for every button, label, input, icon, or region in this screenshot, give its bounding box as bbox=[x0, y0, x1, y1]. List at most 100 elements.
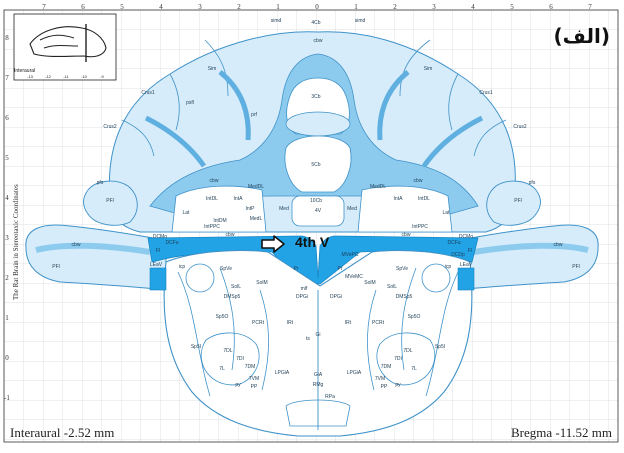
left-axis-tick: -1 bbox=[4, 394, 10, 402]
region-label-r74: 7DL bbox=[403, 348, 412, 354]
left-axis-tick: 7 bbox=[5, 74, 9, 82]
region-label-r91: PP bbox=[381, 384, 388, 390]
region-label-r98: cbw bbox=[554, 242, 563, 248]
top-axis-tick: 3 bbox=[198, 3, 202, 11]
region-label-r3: simd bbox=[355, 18, 366, 24]
region-label-r11: Crus2 bbox=[513, 124, 527, 130]
top-axis-tick: 7 bbox=[588, 3, 592, 11]
left-axis-tick: 6 bbox=[5, 114, 9, 122]
region-label-r5: Sim bbox=[208, 66, 217, 72]
region-label-r30: Med bbox=[347, 206, 357, 212]
region-label-r62: DMSp5 bbox=[224, 294, 241, 300]
top-axis-tick: 2 bbox=[393, 3, 397, 11]
region-label-r29: Med bbox=[279, 206, 289, 212]
region-label-r68: IRt bbox=[287, 320, 294, 326]
region-label-r31: MedL bbox=[250, 216, 263, 222]
region-label-r88: py bbox=[235, 382, 241, 388]
bregma-coordinate: Bregma -11.52 mm bbox=[511, 425, 612, 441]
inset-tick: -11 bbox=[63, 74, 69, 79]
inset-tick: -13 bbox=[27, 74, 34, 79]
region-label-r33: Lat bbox=[443, 210, 451, 216]
region-label-r76: 7DI bbox=[394, 356, 402, 362]
inset-tick: -10 bbox=[81, 74, 88, 79]
region-label-r41: DCFu bbox=[165, 240, 178, 246]
top-axis-tick: 4 bbox=[159, 3, 163, 11]
region-label-r4: cbw bbox=[314, 38, 323, 44]
region-label-r93: ts bbox=[306, 336, 310, 342]
left-axis-tick: 2 bbox=[5, 274, 9, 282]
top-axis-tick: 4 bbox=[471, 3, 475, 11]
region-label-r58: Pr bbox=[294, 266, 299, 272]
region-label-r12: 3Cb bbox=[311, 94, 320, 100]
top-axis-tick: 3 bbox=[432, 3, 436, 11]
region-label-r50: icp bbox=[445, 264, 452, 270]
region-label-r49: icp bbox=[179, 264, 186, 270]
interaural-coordinate: Interaural -2.52 mm bbox=[10, 425, 114, 441]
top-axis-tick: 6 bbox=[81, 3, 85, 11]
region-label-r6: Sim bbox=[424, 66, 433, 72]
region-label-r40: DCMo bbox=[459, 234, 473, 240]
region-label-r45: LEaV bbox=[150, 262, 163, 268]
region-label-r43: FI bbox=[156, 248, 160, 254]
region-label-r48: MVePC bbox=[342, 252, 359, 258]
top-axis-tick: 5 bbox=[120, 3, 124, 11]
region-label-r85: LPGiA bbox=[347, 370, 362, 376]
region-label-r66: PCRt bbox=[252, 320, 265, 326]
region-label-r32: Lat bbox=[183, 210, 191, 216]
region-label-r27: IntDL bbox=[418, 196, 430, 202]
region-label-r79: 7DM bbox=[245, 364, 256, 370]
region-label-r92: mlf bbox=[301, 286, 308, 292]
region-label-r13: prf bbox=[251, 112, 257, 118]
region-label-r20: PFl bbox=[514, 198, 522, 204]
region-label-r28: 10Cb bbox=[310, 198, 322, 204]
region-label-r56: SolM bbox=[364, 280, 375, 286]
sagittal-inset: Interaural -13-12-11-10-9 bbox=[14, 14, 116, 80]
region-label-r75: 7DI bbox=[236, 356, 244, 362]
top-axis-tick: 1 bbox=[354, 3, 358, 11]
inset-tick: -12 bbox=[45, 74, 52, 79]
region-label-r17: pfs bbox=[97, 180, 104, 186]
region-label-r16: cbw bbox=[414, 178, 423, 184]
top-axis-tick: 2 bbox=[237, 3, 241, 11]
region-label-r78: 7L bbox=[411, 366, 417, 372]
region-label-r9: psfl bbox=[186, 100, 194, 106]
region-label-r35: IntPPC bbox=[204, 224, 220, 230]
region-label-r53: SolL bbox=[231, 284, 241, 290]
region-label-r67: PCRt bbox=[372, 320, 385, 326]
region-label-r72: Sp5I bbox=[435, 344, 445, 350]
region-label-r82: 7VM bbox=[375, 376, 385, 382]
region-label-r71: Sp5I bbox=[191, 344, 201, 350]
region-label-r77: 7L bbox=[219, 366, 225, 372]
side-credit: The Rat Brain in Stereotaxic Coordinates bbox=[12, 184, 20, 300]
region-label-r2: 4Cb bbox=[311, 20, 320, 26]
region-label-r10: Crus2 bbox=[103, 124, 117, 130]
region-label-r25: IntP bbox=[246, 206, 256, 212]
region-label-r61: DPGi bbox=[330, 294, 342, 300]
region-label-r60: DPGi bbox=[296, 294, 308, 300]
top-axis-tick: 1 bbox=[276, 3, 280, 11]
top-axis-tick: 5 bbox=[510, 3, 514, 11]
region-label-r81: 7VM bbox=[249, 376, 259, 382]
region-label-r46: LEaV bbox=[460, 262, 473, 268]
region-label-r87: RPa bbox=[325, 394, 335, 400]
region-label-r89: py bbox=[395, 382, 401, 388]
fourth-ventricle-label: 4th V bbox=[295, 234, 329, 250]
region-label-r59: Pr bbox=[338, 266, 343, 272]
top-axis-tick: 0 bbox=[315, 3, 319, 11]
top-axis-tick: 7 bbox=[42, 3, 46, 11]
region-label-r1: simd bbox=[271, 18, 282, 24]
region-label-r26: IntA bbox=[394, 196, 404, 202]
region-label-r84: LPGiA bbox=[275, 370, 290, 376]
region-label-r73: 7DL bbox=[223, 348, 232, 354]
region-label-r37: cbw bbox=[226, 232, 235, 238]
region-label-r55: SolM bbox=[256, 280, 267, 286]
region-label-r8: Crus1 bbox=[479, 90, 493, 96]
region-label-r54: SolL bbox=[387, 284, 397, 290]
region-label-r83: GiA bbox=[314, 372, 323, 378]
region-label-r44: FI bbox=[468, 248, 472, 254]
region-label-r36: IntPPC bbox=[412, 224, 428, 230]
region-label-r51: SpVe bbox=[220, 266, 232, 272]
region-label-r47: DCDp bbox=[451, 252, 465, 258]
region-label-r7: Crus1 bbox=[141, 90, 155, 96]
